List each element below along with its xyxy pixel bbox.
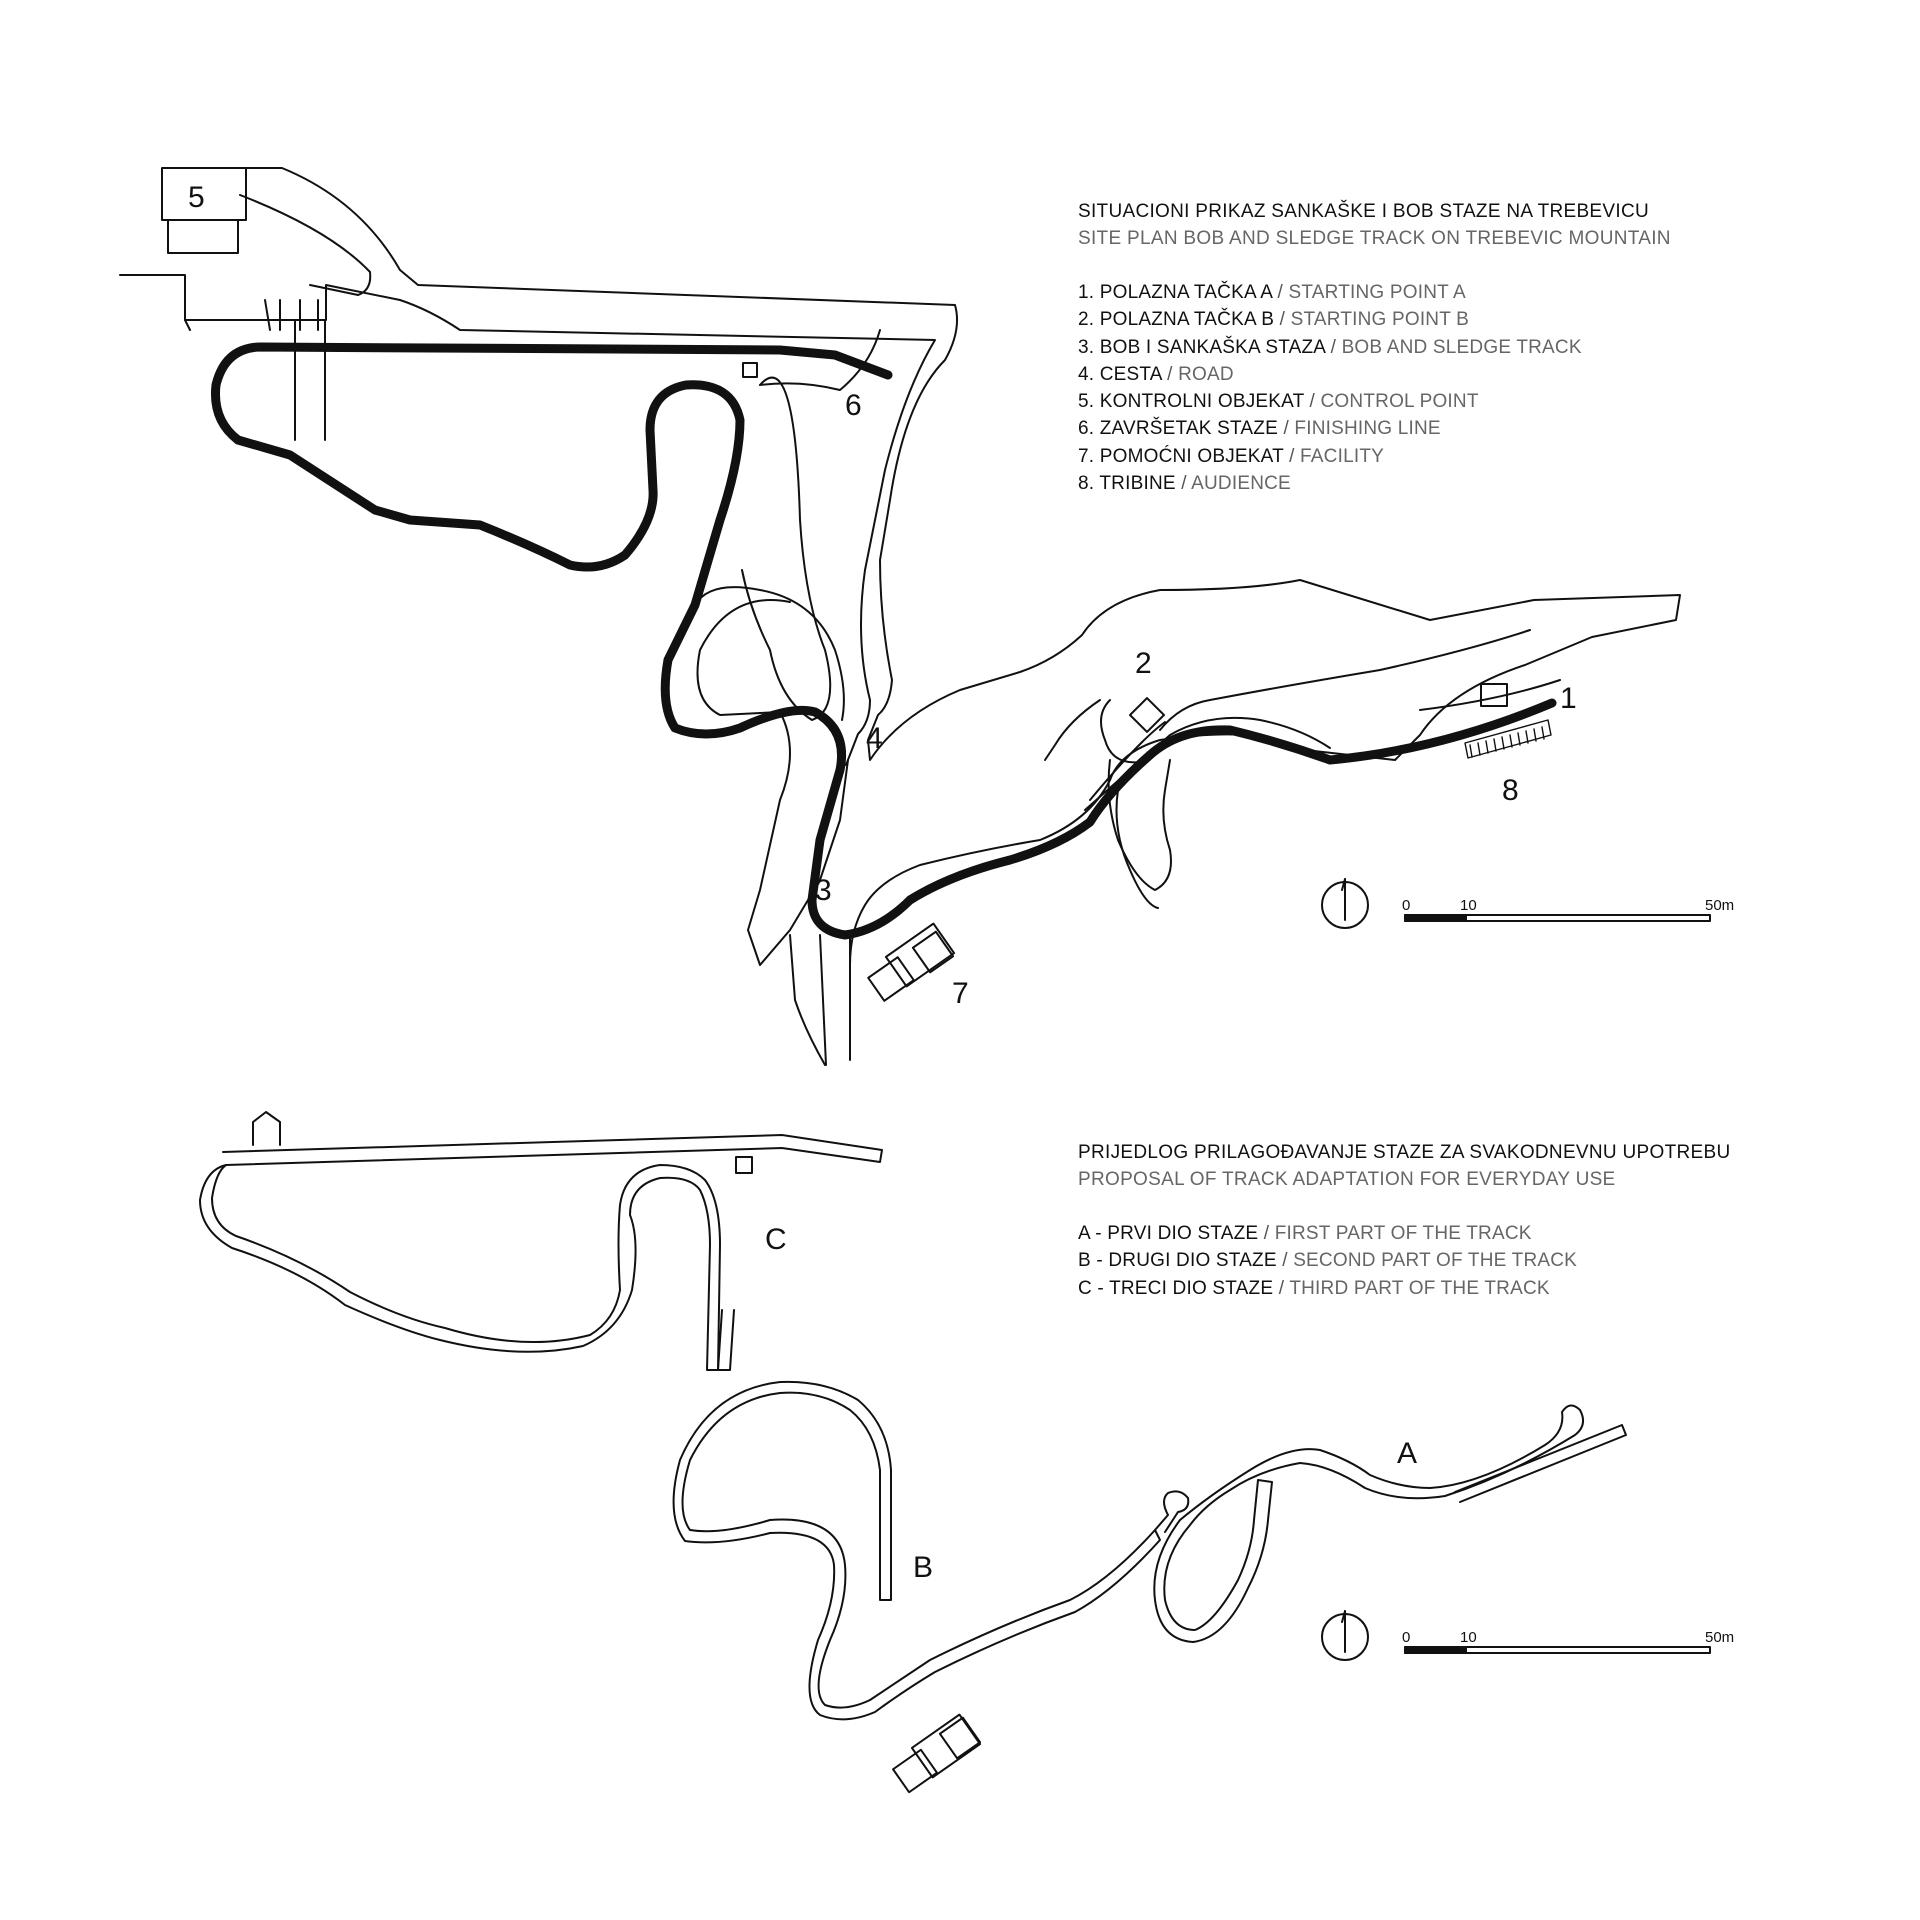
facility-building <box>867 922 956 1002</box>
proposal-title-english: PROPOSAL OF TRACK ADAPTATION FOR EVERYDA… <box>1078 1169 1616 1190</box>
scale-label-10: 10 <box>1460 1629 1477 1646</box>
proposal-title-local: PRIJEDLOG PRILAGOĐAVANJE STAZE ZA SVAKOD… <box>1078 1142 1731 1163</box>
site-plan-2 <box>199 1111 1711 1794</box>
legend-item: 5. KONTROLNI OBJEKAT / CONTROL POINT <box>1078 391 1479 413</box>
starting-point-a-hut <box>1480 683 1508 707</box>
track-part-c-end <box>717 1309 735 1371</box>
scale-bar-icon <box>1404 1646 1711 1654</box>
road-outlines <box>119 167 1681 1066</box>
north-arrow-icon <box>1321 878 1369 929</box>
track-edge-line <box>1084 716 1331 811</box>
marker-7: 7 <box>952 977 969 1010</box>
legend-item: 8. TRIBINE / AUDIENCE <box>1078 473 1291 495</box>
legend-item: B - DRUGI DIO STAZE / SECOND PART OF THE… <box>1078 1250 1578 1272</box>
scale-label-50m: 50m <box>1705 897 1734 914</box>
scale-label-50m: 50m <box>1705 1629 1734 1646</box>
marker-3: 3 <box>815 874 832 907</box>
small-hut-near-finish <box>742 362 758 378</box>
marker-5: 5 <box>188 181 205 214</box>
marker-6: 6 <box>845 389 862 422</box>
scale-label-0: 0 <box>1402 897 1410 914</box>
legend-item: 3. BOB I SANKAŠKA STAZA / BOB AND SLEDGE… <box>1078 336 1582 358</box>
legend-panel-proposal: PRIJEDLOG PRILAGOĐAVANJE STAZE ZA SVAKOD… <box>1078 1139 1858 1302</box>
legend-item: 6. ZAVRŠETAK STAZE / FINISHING LINE <box>1078 418 1441 440</box>
marker-c: C <box>765 1223 787 1256</box>
legend-item: A - PRVI DIO STAZE / FIRST PART OF THE T… <box>1078 1223 1532 1244</box>
marker-1: 1 <box>1560 682 1577 715</box>
legend-item: 1. POLAZNA TAČKA A / STARTING POINT A <box>1078 282 1466 303</box>
legend-item: 2. POLAZNA TAČKA B / STARTING POINT B <box>1078 309 1470 331</box>
marker-8: 8 <box>1502 774 1519 807</box>
legend-item: 7. POMOĆNI OBJEKAT / FACILITY <box>1078 445 1385 467</box>
scale-bar-icon <box>1404 914 1711 922</box>
track-part-b <box>672 1380 1161 1721</box>
marker-b: B <box>913 1551 933 1584</box>
north-arrow-icon <box>1321 1610 1369 1661</box>
site-plan-1 <box>119 167 1711 1066</box>
legend-item: 4. CESTA / ROAD <box>1078 363 1234 385</box>
plan-title-english: SITE PLAN BOB AND SLEDGE TRACK ON TREBEV… <box>1078 228 1671 249</box>
track-part-a <box>1153 1404 1585 1643</box>
legend-item: C - TRECI DIO STAZE / THIRD PART OF THE … <box>1078 1277 1550 1299</box>
bob-sledge-track <box>210 342 1557 940</box>
marker-2: 2 <box>1135 647 1152 680</box>
track-part-a-spur <box>1454 1424 1627 1503</box>
scale-label-10: 10 <box>1460 897 1477 914</box>
marker-4: 4 <box>866 722 883 755</box>
legend-panel-site-plan: SITUACIONI PRIKAZ SANKAŠKE I BOB STAZE N… <box>1078 198 1858 497</box>
plan-title-local: SITUACIONI PRIKAZ SANKAŠKE I BOB STAZE N… <box>1078 201 1650 222</box>
small-hut-proposal <box>735 1156 753 1174</box>
legend-list: 1. POLAZNA TAČKA A / STARTING POINT A 2.… <box>1078 279 1858 497</box>
audience-stands <box>1464 719 1552 759</box>
scale-label-0: 0 <box>1402 1629 1410 1646</box>
control-point-building <box>161 167 247 254</box>
track-part-c <box>199 1111 883 1371</box>
facility-building-proposal <box>892 1713 982 1794</box>
starting-point-b-hut <box>1129 697 1165 733</box>
legend-list: A - PRVI DIO STAZE / FIRST PART OF THE T… <box>1078 1220 1858 1302</box>
marker-a: A <box>1397 1437 1417 1470</box>
